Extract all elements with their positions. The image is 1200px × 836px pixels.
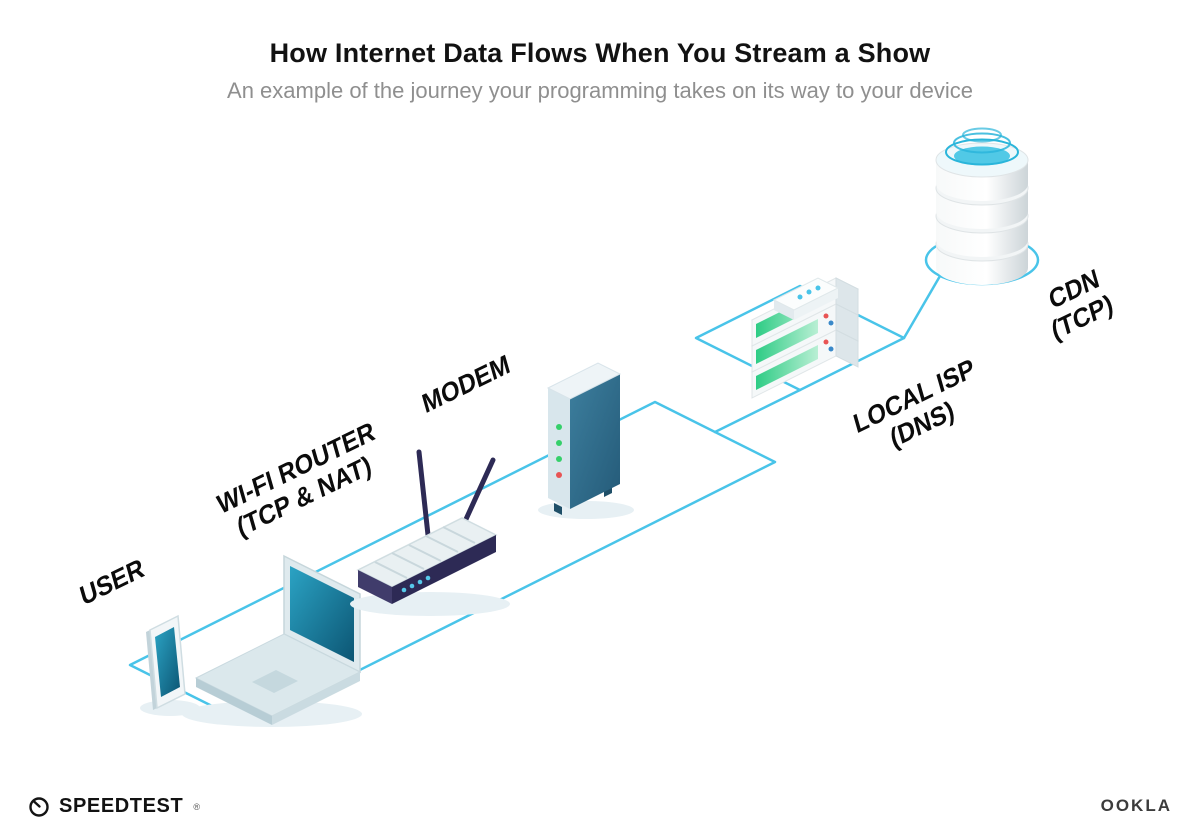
router-illustration — [350, 449, 510, 616]
connection-modem-to-isp — [713, 388, 802, 434]
cdn-database-illustration — [935, 127, 1029, 285]
router-antenna-right — [459, 457, 496, 531]
page-subtitle: An example of the journey your programmi… — [227, 78, 973, 103]
header: How Internet Data Flows When You Stream … — [0, 38, 1200, 104]
speedtest-gauge-icon — [29, 796, 49, 817]
speedtest-logo: SPEEDTEST ® — [28, 795, 200, 818]
phone-illustration — [140, 614, 200, 716]
laptop-illustration — [182, 554, 362, 727]
router-antenna-left — [416, 449, 431, 538]
connection-isp-to-cdn — [902, 274, 942, 340]
speedtest-wordmark: SPEEDTEST — [59, 795, 184, 817]
ookla-logo: OOKLA — [1100, 796, 1172, 815]
modem-status-leds — [556, 424, 562, 478]
isp-server-illustration — [750, 277, 860, 399]
page-title: How Internet Data Flows When You Stream … — [269, 38, 931, 68]
modem-illustration — [538, 362, 634, 519]
speedtest-trademark: ® — [193, 801, 200, 812]
